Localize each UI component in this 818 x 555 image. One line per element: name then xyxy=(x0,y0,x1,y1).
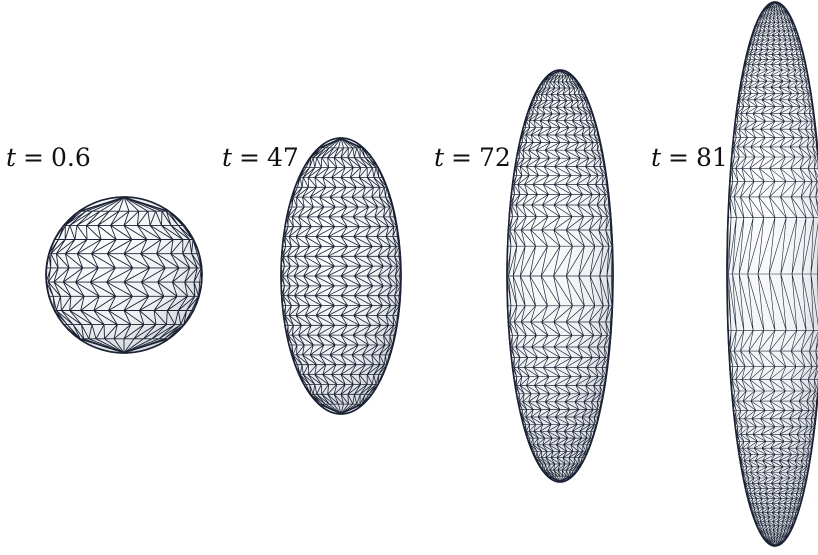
mesh-rim xyxy=(280,137,402,415)
time-label-3: t=72 xyxy=(434,143,511,172)
mesh-rim xyxy=(45,196,203,354)
mesh-surface-1 xyxy=(45,196,203,354)
mesh-surface-3 xyxy=(506,69,614,483)
mesh-rim xyxy=(726,1,818,547)
mesh-surface-4 xyxy=(726,1,818,547)
time-label-1: t=0.6 xyxy=(6,143,91,172)
mesh-rim xyxy=(506,69,614,483)
time-label-4: t=81 xyxy=(651,143,728,172)
mesh-surface-2 xyxy=(280,137,402,415)
time-label-2: t=47 xyxy=(222,143,299,172)
